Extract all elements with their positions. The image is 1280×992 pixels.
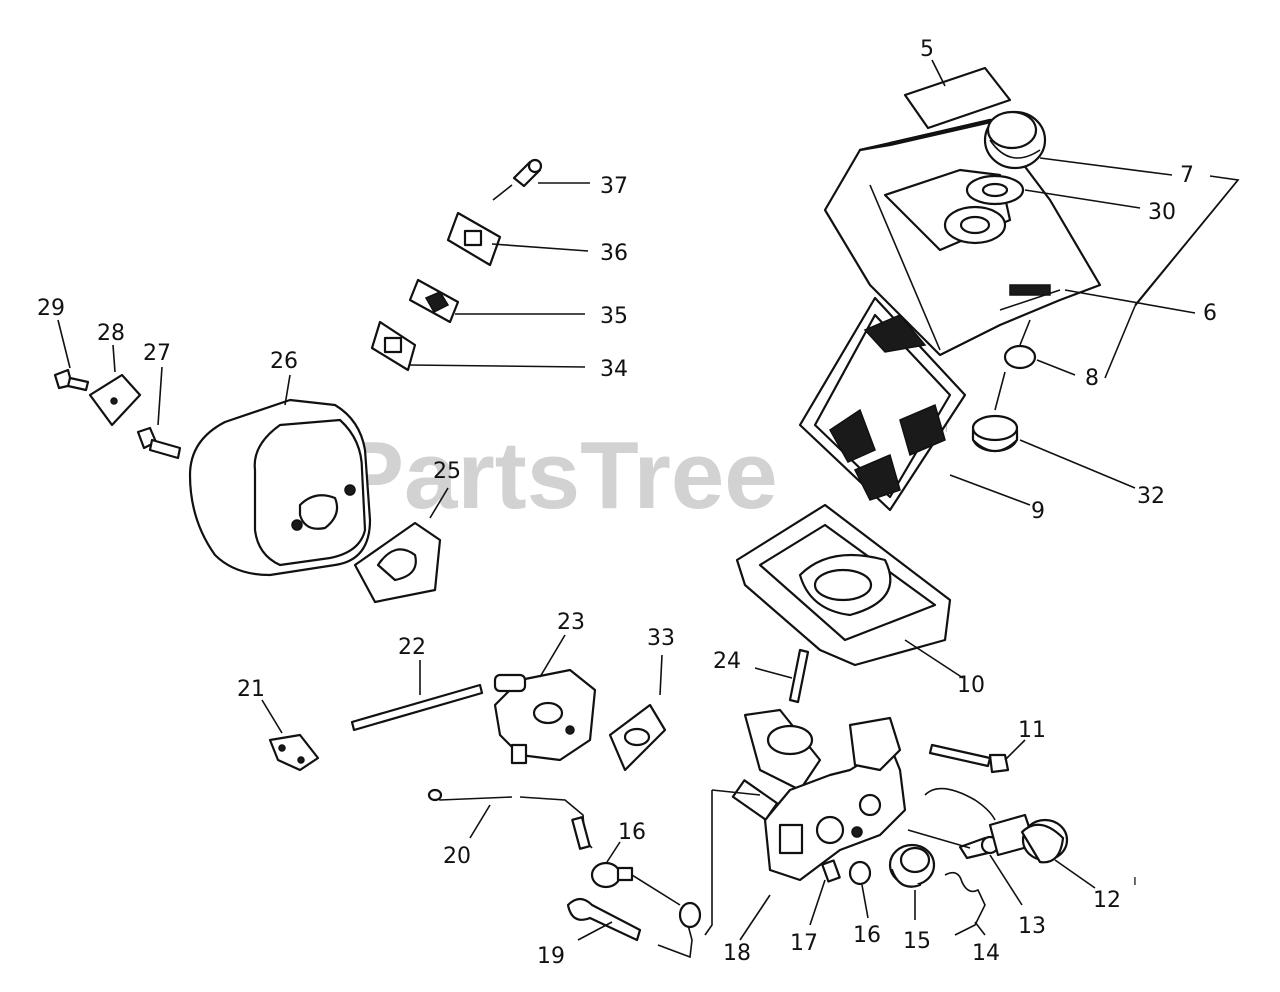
callout-19: 19: [537, 944, 565, 969]
part-28-plate[interactable]: [88, 373, 142, 427]
callout-18: 18: [723, 941, 751, 966]
part-36-gasket[interactable]: [446, 211, 502, 267]
part-34-gasket[interactable]: [370, 320, 417, 372]
part-29-screw[interactable]: [53, 368, 90, 392]
callout-28: 28: [97, 321, 125, 346]
callout-17: 17: [790, 931, 818, 956]
callout-22: 22: [398, 635, 426, 660]
part-15-primer[interactable]: [888, 843, 936, 888]
part-8-grommet[interactable]: [1003, 344, 1037, 370]
part-27-bolt[interactable]: [136, 426, 182, 460]
part-18-bracket[interactable]: [731, 708, 907, 882]
scan-mark: ı: [1133, 873, 1137, 889]
watermark-text: PartsTree: [340, 422, 778, 529]
callout-30: 30: [1148, 200, 1176, 225]
callout-13: 13: [1018, 914, 1046, 939]
callout-37: 37: [600, 174, 628, 199]
callout-20: 20: [443, 844, 471, 869]
callout-8: 8: [1085, 366, 1099, 391]
part-16-fitting-a[interactable]: [590, 861, 681, 906]
part-35-spacer[interactable]: [408, 278, 460, 324]
callout-35: 35: [600, 304, 628, 329]
part-20-throttle-rod[interactable]: [427, 788, 593, 850]
part-33-gasket[interactable]: [608, 703, 667, 772]
part-30-washers[interactable]: [943, 174, 1025, 245]
callout-29: 29: [37, 296, 65, 321]
part-16-grommet-b[interactable]: [848, 860, 872, 886]
part-37-screw[interactable]: [512, 158, 543, 188]
part-7-knob[interactable]: [983, 110, 1047, 170]
callout-6: 6: [1203, 301, 1217, 326]
part-10-base-plate[interactable]: [735, 503, 952, 667]
callout-33: 33: [647, 626, 675, 651]
part-9-air-filter[interactable]: [798, 296, 967, 512]
part-26-muffler[interactable]: [188, 398, 372, 577]
part-17-pin[interactable]: [821, 859, 841, 883]
callout-21: 21: [237, 677, 265, 702]
part-25-gasket[interactable]: [353, 521, 442, 604]
callout-14: 14: [972, 941, 1000, 966]
callout-34: 34: [600, 357, 628, 382]
callout-32: 32: [1137, 484, 1165, 509]
callout-27: 27: [143, 341, 171, 366]
callout-23: 23: [557, 610, 585, 635]
part-24-rod[interactable]: [788, 648, 810, 704]
part-21-clip[interactable]: [268, 733, 320, 772]
part-22-rod[interactable]: [350, 683, 484, 732]
callout-26: 26: [270, 349, 298, 374]
callout-25: 25: [433, 459, 461, 484]
callout-5: 5: [920, 37, 934, 62]
part-14-wire[interactable]: [944, 871, 986, 936]
part-5-decal[interactable]: [903, 66, 1012, 130]
callout-24: 24: [713, 649, 741, 674]
callout-16b: 16: [853, 923, 881, 948]
callout-9: 9: [1031, 499, 1045, 524]
callout-12: 12: [1093, 888, 1121, 913]
part-32-collar[interactable]: [971, 414, 1019, 453]
callout-36: 36: [600, 241, 628, 266]
callout-15: 15: [903, 929, 931, 954]
callout-7: 7: [1180, 163, 1194, 188]
callout-11: 11: [1018, 718, 1046, 743]
part-11-bolt[interactable]: [928, 743, 1010, 774]
part-19-choke-rod[interactable]: [566, 897, 702, 959]
part-23-carburetor[interactable]: [493, 668, 597, 765]
callout-10: 10: [957, 673, 985, 698]
part-12-choke[interactable]: [924, 787, 1069, 864]
callout-16a: 16: [618, 820, 646, 845]
